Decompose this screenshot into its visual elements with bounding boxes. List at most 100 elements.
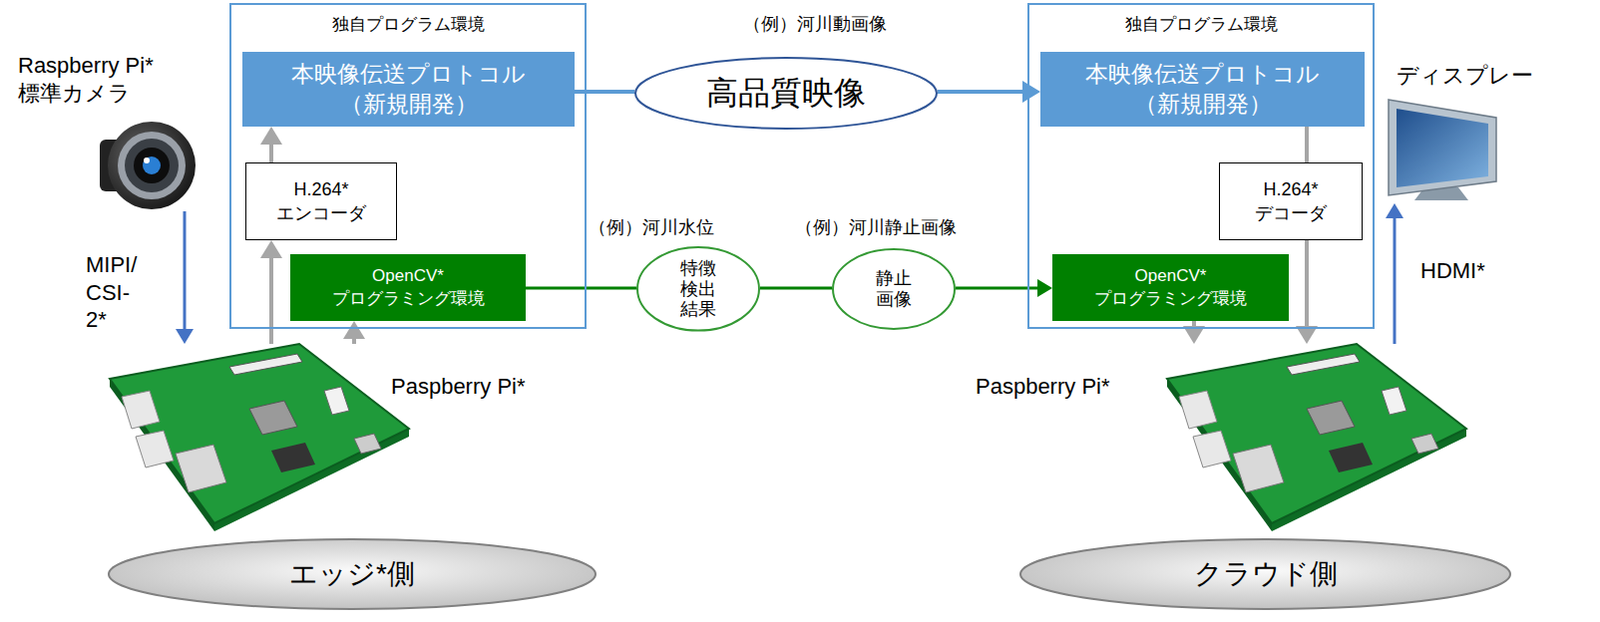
- node-text: 本映像伝送プロトコル （新規開発）: [291, 59, 526, 120]
- node-text: エッジ*側: [289, 558, 415, 591]
- ethernet-port: [1232, 444, 1284, 493]
- chip: [1328, 442, 1373, 473]
- pin-header: [229, 354, 303, 376]
- signal-label: MIPI/ CSI-2*: [85, 251, 137, 335]
- connector-line: [352, 339, 357, 345]
- connector: [175, 211, 194, 345]
- node-text: H.264* エンコーダ: [276, 177, 367, 227]
- camera-ring: [124, 138, 179, 193]
- board-node: Paspberry Pi*: [1167, 344, 1467, 526]
- node-text: Paspberry Pi*: [391, 373, 526, 401]
- camera-ring: [117, 131, 186, 200]
- board-face: [109, 344, 409, 524]
- node-text: H.264* デコーダ: [1254, 177, 1327, 227]
- example-label: （例）河川動画像: [743, 11, 887, 36]
- side-ellipse: クラウド側: [1019, 538, 1512, 611]
- connector: [324, 387, 350, 415]
- camera-lens: [133, 147, 170, 184]
- protocol-box: 本映像伝送プロトコル （新規開発）: [1040, 51, 1365, 127]
- connector-line: [1304, 126, 1309, 163]
- pin-header: [1286, 354, 1360, 376]
- result-circle: 特徴 検出 結果: [636, 246, 761, 333]
- connector-line: [269, 258, 274, 345]
- ellipse-shape: [635, 57, 937, 129]
- ellipse-shape: [1020, 539, 1511, 610]
- signal-label: HDMI*: [1420, 257, 1486, 286]
- example-label: （例）河川水位: [588, 215, 715, 240]
- node-text: クラウド側: [1194, 558, 1338, 591]
- connector: [574, 91, 635, 93]
- chip: [271, 442, 316, 473]
- arrow-head: [343, 321, 366, 340]
- connector: [354, 433, 382, 454]
- arrow-head: [1037, 279, 1053, 298]
- program-frame: 独自プログラム環境本映像伝送プロトコル （新規開発） H.264* デコーダOpe…: [1027, 2, 1375, 330]
- board-node: Paspberry Pi*: [109, 344, 409, 526]
- node-text: 高品質映像: [706, 74, 866, 112]
- connector-line: [1304, 240, 1309, 327]
- arrow-head: [260, 240, 283, 259]
- connector-line: [574, 89, 635, 94]
- chip: [1306, 400, 1355, 435]
- ellipse-shape: [637, 247, 760, 332]
- monitor-frame: [1388, 99, 1497, 196]
- opencv-box: OpenCV* プログラミング環境: [1052, 254, 1289, 322]
- connector-line: [525, 287, 637, 291]
- arrow-head: [1022, 80, 1041, 103]
- connector: [937, 80, 1041, 103]
- connector-line: [760, 287, 832, 291]
- ethernet-port: [175, 444, 227, 493]
- connector: [1385, 203, 1404, 345]
- camera-icon: [99, 121, 196, 210]
- example-label: （例）河川静止画像: [795, 215, 957, 240]
- connector-line: [937, 89, 1023, 94]
- connector: [260, 126, 283, 163]
- arrow-head: [175, 329, 194, 345]
- connector: [1183, 321, 1205, 345]
- connector: [1411, 433, 1439, 454]
- usb-port: [135, 430, 174, 468]
- monitor-screen: [1396, 108, 1489, 188]
- connector-line: [955, 287, 1038, 291]
- connector: [1306, 126, 1308, 163]
- ellipse-shape: [832, 249, 955, 330]
- connector-line: [1393, 218, 1397, 345]
- node-text: 特徴 検出 結果: [680, 258, 717, 321]
- connector-line: [269, 144, 274, 163]
- node-text: 独自プログラム環境: [231, 12, 585, 36]
- program-frame: 独自プログラム環境本映像伝送プロトコル （新規開発） H.264* エンコーダ Op…: [229, 2, 587, 330]
- node-text: Paspberry Pi*: [975, 373, 1111, 401]
- encoder-box: H.264* エンコーダ: [245, 162, 398, 241]
- node-text: ディスプレー: [1396, 61, 1534, 90]
- node-text: 静止 画像: [875, 268, 912, 310]
- node-text: OpenCV* プログラミング環境: [332, 265, 485, 312]
- camera-lens: [142, 156, 161, 175]
- node-text: OpenCV* プログラミング環境: [1094, 265, 1247, 312]
- arrow-head: [260, 126, 283, 145]
- decoder-box: H.264* デコーダ: [1218, 162, 1363, 241]
- connector: [760, 288, 832, 290]
- monitor-icon: [1388, 99, 1497, 201]
- opencv-box: OpenCV* プログラミング環境: [290, 254, 526, 322]
- node-text: 独自プログラム環境: [1029, 12, 1373, 36]
- board-face: [1167, 344, 1467, 524]
- side-ellipse: エッジ*側: [107, 538, 597, 611]
- video-ellipse: 高品質映像: [634, 56, 938, 130]
- camera-glint: [143, 157, 150, 164]
- arrow-head: [1385, 203, 1404, 219]
- usb-port: [1193, 430, 1231, 468]
- node-text: Raspberry Pi* 標準カメラ: [17, 51, 188, 107]
- connector: [525, 288, 637, 290]
- camera-barrel: [107, 121, 196, 210]
- camera-node: Raspberry Pi* 標準カメラ: [87, 119, 216, 212]
- ellipse-shape: [108, 539, 596, 610]
- connector: [343, 321, 366, 345]
- connector: [955, 279, 1053, 298]
- chip: [249, 400, 298, 435]
- node-text: 本映像伝送プロトコル （新規開発）: [1085, 59, 1320, 120]
- image-circle: 静止 画像: [831, 248, 956, 331]
- board-illustration: [1167, 344, 1467, 532]
- protocol-box: 本映像伝送プロトコル （新規開発）: [242, 51, 575, 127]
- display-node: ディスプレー: [1388, 97, 1499, 204]
- board-illustration: [109, 344, 409, 532]
